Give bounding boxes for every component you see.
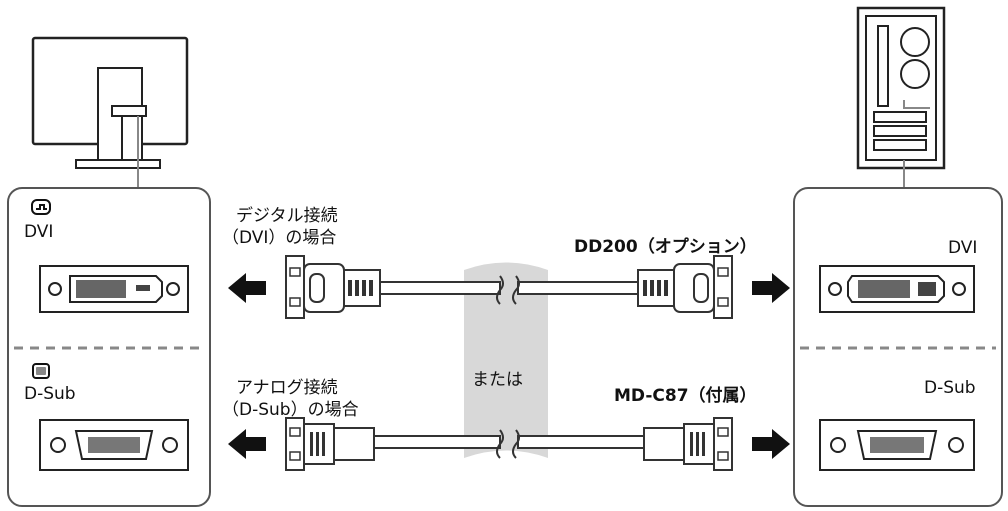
analog-caption-line1: アナログ接続 — [236, 378, 338, 398]
analog-caption-line2: （D-Sub）の場合 — [222, 400, 359, 420]
dvi-port-icon — [31, 199, 51, 215]
pc-panel — [793, 187, 1003, 507]
pc-dsub-port — [819, 419, 975, 471]
monitor-dvi-label: DVI — [24, 222, 54, 242]
pc-dvi-port — [819, 265, 975, 313]
monitor-dsub-label: D-Sub — [24, 384, 76, 404]
pc-dsub-label: D-Sub — [924, 378, 976, 398]
analog-cable-name: MD-C87（付属） — [614, 386, 757, 406]
pc-illustration — [856, 6, 946, 188]
or-label: または — [472, 370, 523, 390]
digital-caption-line1: デジタル接続 — [236, 206, 338, 226]
monitor-dsub-port — [39, 419, 189, 471]
monitor-illustration — [31, 36, 189, 188]
dsub-port-icon — [32, 363, 50, 379]
arrow-left-dsub-icon — [228, 429, 266, 459]
dvi-cable — [285, 255, 733, 319]
arrow-right-dsub-icon — [752, 429, 790, 459]
pc-dvi-label: DVI — [948, 238, 978, 258]
arrow-right-dvi-icon — [752, 273, 790, 303]
digital-cable-name: DD200（オプション） — [574, 237, 757, 257]
digital-caption-line2: （DVI）の場合 — [222, 228, 337, 248]
monitor-dvi-port — [39, 265, 189, 313]
or-divider-band — [464, 262, 548, 458]
dsub-cable — [285, 417, 733, 471]
arrow-left-dvi-icon — [228, 273, 266, 303]
monitor-panel — [7, 187, 211, 507]
